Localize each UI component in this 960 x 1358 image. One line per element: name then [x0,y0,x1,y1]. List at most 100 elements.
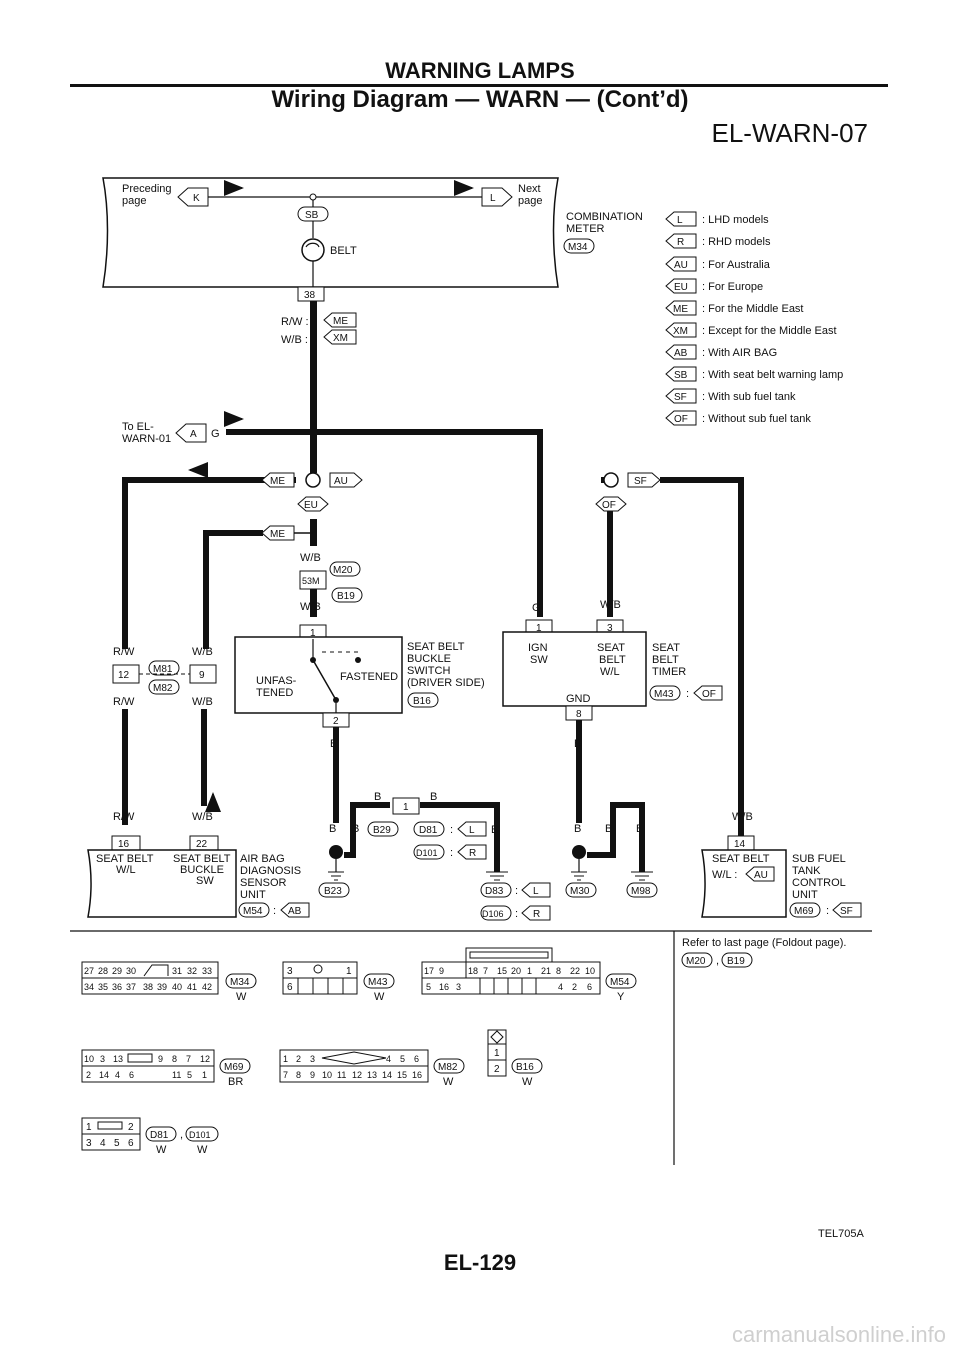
svg-text:27: 27 [84,966,94,976]
svg-text:BELT: BELT [652,654,679,666]
svg-text:10: 10 [84,1054,94,1064]
svg-text:M81: M81 [153,664,173,675]
svg-text:14: 14 [734,839,746,850]
svg-text:BR: BR [228,1076,243,1088]
svg-text:D101: D101 [416,848,438,858]
svg-text:3: 3 [100,1054,105,1064]
svg-text:: With seat belt warning lamp: : With seat belt warning lamp [702,369,843,381]
svg-text:7: 7 [283,1070,288,1080]
svg-text:METER: METER [566,223,605,235]
svg-text:B: B [430,791,437,803]
svg-text:3: 3 [456,982,461,992]
svg-text:AU: AU [674,260,688,271]
svg-text:8: 8 [296,1070,301,1080]
svg-text:5: 5 [114,1138,120,1149]
svg-text:SF: SF [634,476,647,487]
svg-text:M34: M34 [230,977,250,988]
svg-text:SW: SW [196,875,214,887]
svg-text:M43: M43 [654,689,674,700]
svg-text:2: 2 [572,982,577,992]
svg-text:OF: OF [674,414,688,425]
svg-text:W: W [197,1144,208,1156]
svg-text:M82: M82 [153,683,173,694]
svg-text:D81: D81 [150,1130,169,1141]
svg-text:7: 7 [483,966,488,976]
connector-face-m69: 10 3 13 9 8 7 12 2 14 4 6 11 5 1 M69 BR [81,1049,251,1088]
svg-text:AIR BAG: AIR BAG [240,853,285,865]
svg-text:D81: D81 [419,825,438,836]
svg-text:W/L :: W/L : [712,869,737,881]
svg-text:36: 36 [112,982,122,992]
svg-text:M98: M98 [631,886,651,897]
svg-text:W/B: W/B [300,601,321,613]
svg-text:34: 34 [84,982,94,992]
svg-text:: Except for the Middle East: : Except for the Middle East [702,325,837,337]
svg-text:W/B: W/B [600,599,621,611]
svg-text:B: B [574,738,581,750]
svg-text:30: 30 [126,966,136,976]
svg-text:D83: D83 [485,886,504,897]
svg-text:3: 3 [287,966,293,977]
svg-text::: : [450,824,453,836]
connector-k-tag: K [177,187,209,207]
svg-text:B: B [491,824,498,836]
svg-text:G: G [532,602,541,614]
svg-text:B: B [329,823,336,835]
svg-text:W: W [156,1144,167,1156]
svg-text:page: page [122,195,146,207]
svg-text:W: W [236,991,247,1003]
svg-text:W/B: W/B [192,646,213,658]
svg-text:R: R [677,237,684,248]
svg-text:1: 1 [346,966,352,977]
section-title: WARNING LAMPS [385,58,575,83]
svg-text:: With AIR BAG: : With AIR BAG [702,347,777,359]
svg-text:W/B: W/B [192,696,213,708]
connector-face-m54: 17 9 18 7 15 20 1 21 8 22 10 5 16 3 4 2 … [421,947,637,1003]
svg-text:9: 9 [199,670,205,681]
svg-text:L: L [677,215,683,226]
svg-text:10: 10 [585,966,595,976]
svg-text:11: 11 [172,1070,181,1080]
m81-m82-junction: R/W W/B 12 9 M81 M82 R/W W/B R/W W/B [112,646,221,825]
svg-text:EU: EU [674,282,688,293]
svg-text:ME: ME [673,304,688,315]
svg-text:: For Australia: : For Australia [702,259,771,271]
svg-text:R/W: R/W [113,811,135,823]
svg-text:22: 22 [570,966,580,976]
svg-text:: With sub fuel tank: : With sub fuel tank [702,391,796,403]
svg-text:COMBINATION: COMBINATION [566,211,643,223]
svg-text:1: 1 [86,1122,92,1133]
svg-text:Refer to last page (Foldout pa: Refer to last page (Foldout page). [682,937,846,949]
svg-text:L: L [533,886,539,897]
svg-text:2: 2 [128,1122,134,1133]
svg-text:R: R [469,848,476,859]
svg-text:1: 1 [403,802,409,813]
svg-text:B: B [605,823,612,835]
svg-text:B19: B19 [337,591,355,602]
svg-text:W: W [443,1076,454,1088]
svg-text:page: page [518,195,542,207]
svg-text:TIMER: TIMER [652,666,686,678]
svg-text:17: 17 [424,966,434,976]
svg-text:M54: M54 [610,977,630,988]
svg-text:M54: M54 [243,906,263,917]
svg-text:18: 18 [468,966,478,976]
me-tag-top: ME [323,312,357,328]
svg-text:33: 33 [202,966,212,976]
svg-text:CONTROL: CONTROL [792,877,846,889]
combination-meter: Preceding page K L Next page SB BELT COM… [102,177,643,302]
svg-text:W/B: W/B [732,811,753,823]
svg-text:M20: M20 [333,565,353,576]
svg-text:42: 42 [202,982,212,992]
svg-text:9: 9 [158,1054,163,1064]
svg-text:B29: B29 [373,825,391,836]
belt-lamp-icon [301,238,325,262]
svg-text:SB: SB [674,370,688,381]
connector-l-tag: L [481,187,513,207]
svg-text:10: 10 [322,1070,332,1080]
legend: L : LHD models R : RHD models AU : For A… [665,211,843,426]
svg-text::: : [450,847,453,859]
svg-text:5: 5 [187,1070,192,1080]
svg-text:EU: EU [304,500,318,511]
buckle-switch: 1 FASTENED UNFAS- TENED 2 SEAT BELT BUCK… [234,624,485,728]
